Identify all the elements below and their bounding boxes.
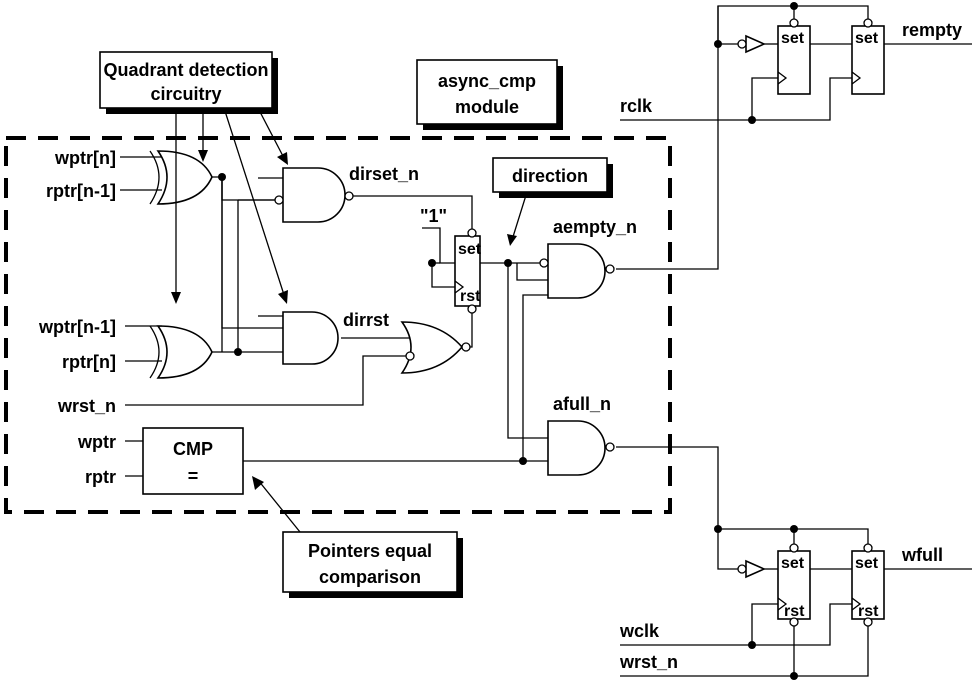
rempty-ff1-set-label: set (781, 30, 805, 47)
label-wrst-n-bottom: wrst_n (619, 652, 678, 672)
cmp-equals-label: = (188, 466, 199, 486)
quadrant-arrows (171, 107, 288, 304)
xor-gate-2 (149, 325, 213, 379)
pointers-callout: Pointers equal comparison (252, 476, 463, 598)
label-dirset-n: dirset_n (349, 164, 419, 184)
wfull-ff-1: set rst (777, 543, 811, 627)
quadrant-label-line2: circuitry (150, 84, 221, 104)
module-callout: async_cmp module (416, 59, 563, 130)
or-gate-reset (400, 321, 471, 374)
module-boundary (4, 136, 672, 514)
rempty-ff2-set-label: set (855, 30, 879, 47)
quadrant-callout: Quadrant detection circuitry (99, 51, 278, 114)
pointers-label-line1: Pointers equal (308, 541, 432, 561)
label-wrst-n: wrst_n (57, 396, 116, 416)
nand-gate-afull (547, 420, 615, 476)
rempty-ff-2: set (851, 18, 885, 95)
label-aempty-n: aempty_n (553, 217, 637, 237)
quadrant-label-line1: Quadrant detection (103, 60, 268, 80)
direction-label: direction (512, 166, 588, 186)
label-rptr: rptr (85, 467, 116, 487)
label-wptr-n-1: wptr[n-1] (38, 317, 116, 337)
direction-flipflop: set rst (454, 228, 482, 314)
label-wfull: wfull (901, 545, 943, 565)
dir-ff-set-label: set (458, 241, 482, 258)
dir-ff-rst-label: rst (460, 288, 481, 305)
label-afull-n: afull_n (553, 394, 611, 414)
label-rptr-n-1: rptr[n-1] (46, 181, 116, 201)
label-rptr-n: rptr[n] (62, 352, 116, 372)
cmp-block: CMP = (142, 427, 244, 495)
direction-callout: direction (492, 157, 613, 246)
rempty-inverter (737, 34, 766, 54)
nand-gate-aempty (539, 243, 615, 299)
label-rempty: rempty (902, 20, 962, 40)
wfull-ff1-set-label: set (781, 555, 805, 572)
label-rclk: rclk (620, 96, 653, 116)
label-wptr-n: wptr[n] (54, 148, 116, 168)
and-gate-dirrst (282, 311, 339, 365)
wires (120, 5, 972, 677)
cmp-label: CMP (173, 439, 213, 459)
wfull-ff-2: set rst (851, 543, 885, 627)
signal-labels: wptr[n] rptr[n-1] wptr[n-1] rptr[n] wrst… (38, 20, 962, 672)
xor-gate-1 (149, 150, 213, 205)
module-label-line2: module (455, 97, 519, 117)
wfull-ff1-rst-label: rst (784, 603, 805, 620)
junction-dots (218, 2, 798, 680)
module-label-line1: async_cmp (438, 71, 536, 91)
rempty-ff-1: set (777, 18, 811, 95)
label-dirrst: dirrst (343, 310, 389, 330)
nand-gate-dirset (274, 167, 354, 223)
label-one: "1" (420, 206, 447, 226)
pointers-label-line2: comparison (319, 567, 421, 587)
wfull-inverter (737, 559, 766, 579)
wfull-ff2-rst-label: rst (858, 603, 879, 620)
label-wclk: wclk (619, 621, 660, 641)
wfull-ff2-set-label: set (855, 555, 879, 572)
label-wptr: wptr (77, 432, 116, 452)
